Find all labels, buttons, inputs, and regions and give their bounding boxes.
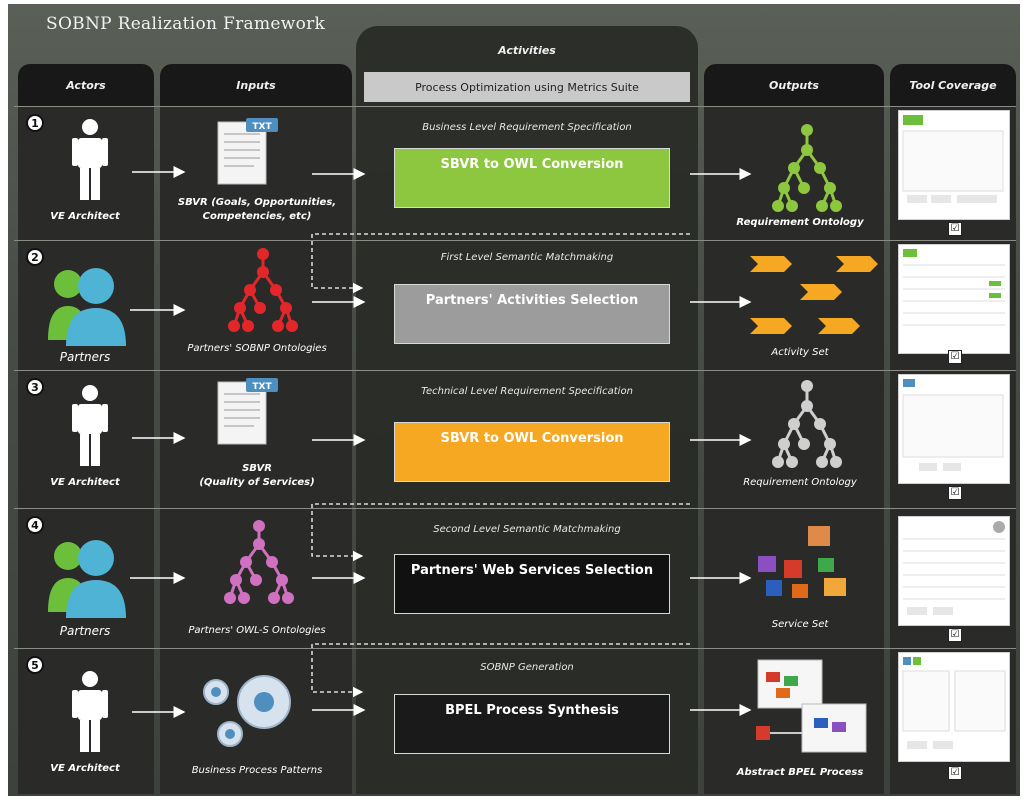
page-title: SOBNP Realization Framework xyxy=(46,14,326,34)
stage-label: SOBNP Generation xyxy=(480,662,574,673)
input-label: Partners' OWL-S Ontologies xyxy=(188,625,326,636)
stage-label: Business Level Requirement Specification xyxy=(422,122,632,133)
svg-text:TXT: TXT xyxy=(252,122,272,132)
tool-coverage-checkbox: ☑ xyxy=(948,222,962,236)
person-icon xyxy=(72,119,108,200)
column-header-inputs: Inputs xyxy=(160,64,352,106)
actor-label: Partners xyxy=(59,350,111,364)
column-header-activities: Activities xyxy=(498,44,556,57)
row-3-band xyxy=(14,370,1016,501)
partners-icon xyxy=(48,540,126,618)
row-2-band xyxy=(14,240,1016,371)
row-number-badge: 2 xyxy=(26,248,44,266)
column-header-actors: Actors xyxy=(18,64,154,106)
activity-set-chevrons-icon xyxy=(750,256,878,334)
row-number-badge: 3 xyxy=(26,378,44,396)
row-1-band xyxy=(14,106,1016,237)
requirement-ontology-tree-icon xyxy=(772,380,842,468)
output-label: Service Set xyxy=(771,619,829,630)
row-number-badge: 1 xyxy=(26,114,44,132)
tool-screenshot-thumbnail xyxy=(898,110,1010,220)
owls-ontology-tree-icon xyxy=(224,520,294,604)
stage-label: First Level Semantic Matchmaking xyxy=(440,252,614,263)
tool-coverage-checkbox: ☑ xyxy=(948,628,962,642)
gears-icon xyxy=(203,675,291,747)
activity-box-bpel-process-synthesis: BPEL Process Synthesis xyxy=(394,694,670,754)
output-label: Requirement Ontology xyxy=(743,477,857,488)
row-4-band xyxy=(14,508,1016,639)
person-icon xyxy=(72,385,108,466)
actor-label: Partners xyxy=(59,624,111,638)
activity-box-sbvr-to-owl: SBVR to OWL Conversion xyxy=(394,148,670,208)
sobnp-ontology-tree-icon xyxy=(228,248,298,332)
tool-screenshot-thumbnail xyxy=(898,516,1010,626)
input-label: Partners' SOBNP Ontologies xyxy=(187,343,327,354)
output-label: Abstract BPEL Process xyxy=(736,767,864,778)
activity-box-sbvr-to-owl-technical: SBVR to OWL Conversion xyxy=(394,422,670,482)
input-label: SBVR (Quality of Services) xyxy=(166,462,348,490)
input-label-line-1: SBVR xyxy=(242,463,272,474)
input-label-line-2: (Quality of Services) xyxy=(199,477,315,488)
output-label: Activity Set xyxy=(771,347,829,358)
activity-box-partners-activities-selection: Partners' Activities Selection xyxy=(394,284,670,344)
tool-screenshot-thumbnail xyxy=(898,244,1010,354)
output-label: Requirement Ontology xyxy=(736,217,864,228)
actor-label: VE Architect xyxy=(50,477,120,488)
svg-text:TXT: TXT xyxy=(252,382,272,392)
abstract-bpel-process-icon xyxy=(756,659,867,753)
row-5-band xyxy=(14,648,1016,779)
txt-document-icon: TXT xyxy=(217,118,278,185)
process-optimization-banner: Process Optimization using Metrics Suite xyxy=(364,72,690,102)
tool-coverage-checkbox: ☑ xyxy=(948,766,962,780)
tool-coverage-checkbox: ☑ xyxy=(948,350,962,364)
actor-label: VE Architect xyxy=(50,763,120,774)
service-set-cubes-icon xyxy=(758,526,846,598)
column-header-tool-coverage: Tool Coverage xyxy=(890,64,1016,106)
actor-label: VE Architect xyxy=(50,211,120,222)
person-icon xyxy=(72,671,108,752)
column-header-outputs: Outputs xyxy=(704,64,884,106)
requirement-ontology-tree-icon xyxy=(772,124,842,212)
tool-screenshot-thumbnail xyxy=(898,374,1010,484)
tool-screenshot-thumbnail xyxy=(898,652,1010,762)
row-number-badge: 5 xyxy=(26,656,44,674)
input-label-line-2: Competencies, etc) xyxy=(202,211,312,222)
input-label: Business Process Patterns xyxy=(191,765,323,776)
activity-box-web-services-selection: Partners' Web Services Selection xyxy=(394,554,670,614)
stage-label: Second Level Semantic Matchmaking xyxy=(433,524,621,535)
txt-document-icon: TXT xyxy=(217,378,278,445)
partners-icon xyxy=(48,268,126,346)
row-number-badge: 4 xyxy=(26,516,44,534)
stage-label: Technical Level Requirement Specificatio… xyxy=(421,386,633,397)
tool-coverage-checkbox: ☑ xyxy=(948,486,962,500)
input-label: SBVR (Goals, Opportunities, Competencies… xyxy=(166,196,348,224)
input-label-line-1: SBVR (Goals, Opportunities, xyxy=(177,197,337,208)
